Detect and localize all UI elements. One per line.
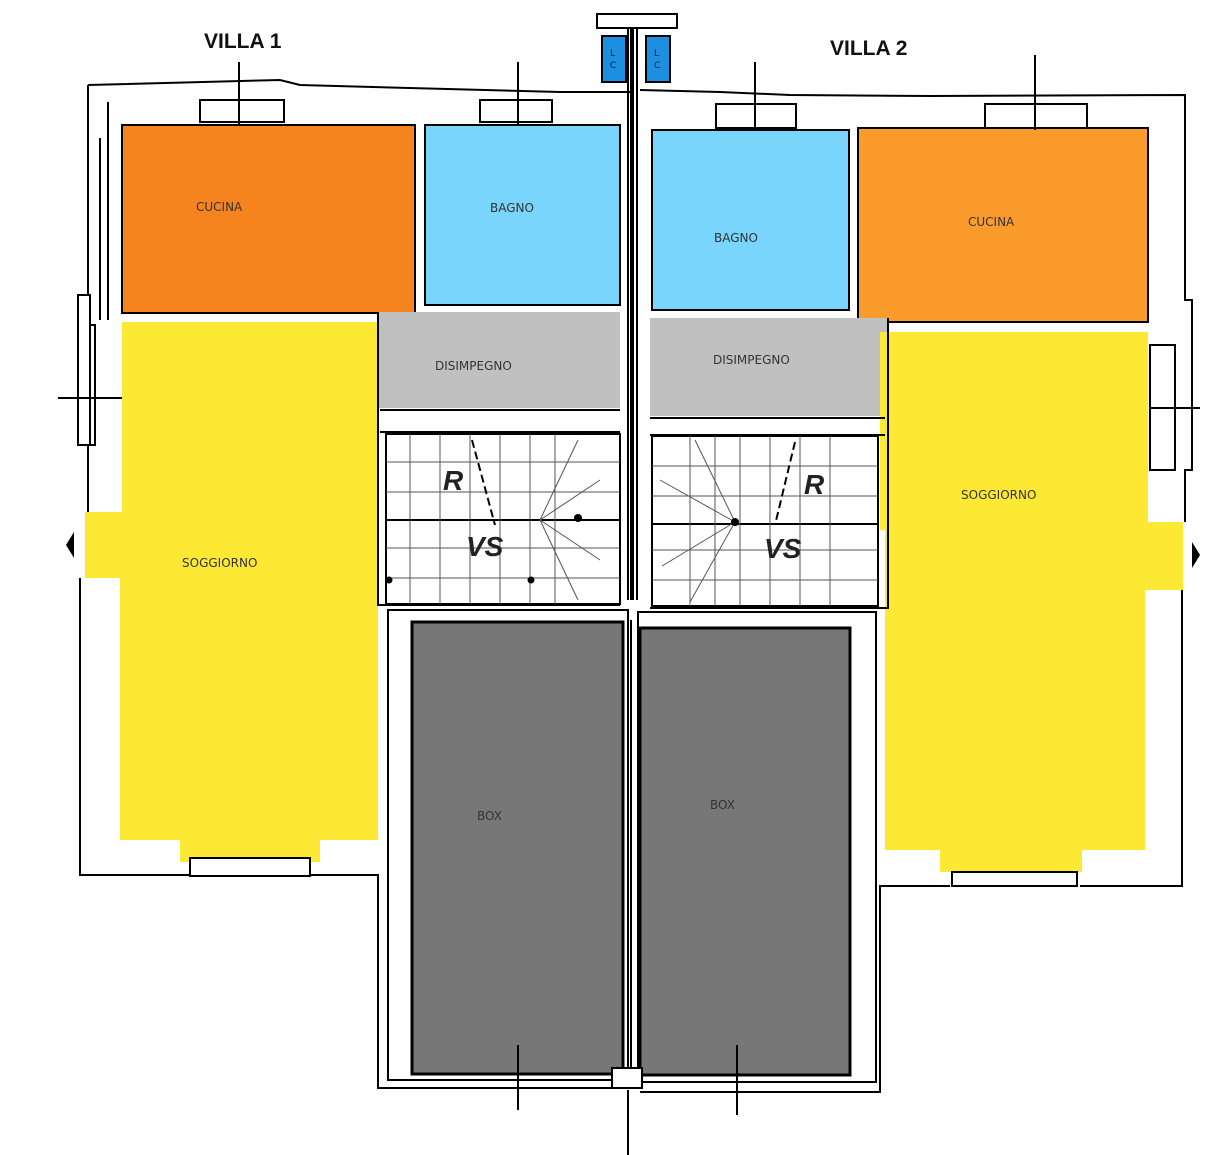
- villa-2-kitchen: [857, 127, 1149, 323]
- meter-box-label-c: C: [610, 61, 616, 71]
- villa-2-hallway: [650, 318, 888, 416]
- villa-2-garage-label: BOX: [710, 798, 735, 812]
- meter-box-label-l: L: [610, 49, 615, 59]
- villa-2-living: [880, 332, 1183, 872]
- villa-2-garage: [638, 626, 852, 1077]
- villa-2-hallway-label: DISIMPEGNO: [713, 353, 790, 367]
- villa-2-staircase: R VS: [651, 435, 879, 607]
- villa-1-hallway-label: DISIMPEGNO: [435, 359, 512, 373]
- villa-2-entrance-arrow-icon: [1192, 542, 1200, 568]
- villa-1-garage: [410, 620, 625, 1076]
- villa-1-hallway: [378, 312, 620, 408]
- villa-1-kitchen: [121, 124, 416, 314]
- meter-box-label-c: C: [654, 61, 660, 71]
- section-lines: [58, 55, 1200, 1155]
- villa-1-staircase: R VS: [385, 433, 621, 605]
- meter-box-villa-2: L C: [645, 35, 671, 83]
- villa-1-entrance-arrow-icon: [66, 532, 74, 558]
- walls: [79, 13, 1193, 1093]
- villa-1-garage-label: BOX: [477, 809, 502, 823]
- villa-1-stair-up-label: R: [443, 465, 464, 496]
- villa-1-living: [85, 322, 378, 862]
- villa-1-bathroom: [424, 124, 621, 306]
- villa-1-stair-down-label: VS: [466, 531, 504, 562]
- villa-2-bathroom-label: BAGNO: [714, 231, 758, 245]
- villa-1-kitchen-label: CUCINA: [196, 200, 243, 214]
- villa-2-stair-down-label: VS: [764, 533, 802, 564]
- villa-2-kitchen-label: CUCINA: [968, 215, 1015, 229]
- villa-1-living-label: SOGGIORNO: [182, 556, 257, 570]
- villa-2-title: VILLA 2: [830, 37, 907, 60]
- meter-box-label-l: L: [654, 49, 659, 59]
- villa-1-bathroom-label: BAGNO: [490, 201, 534, 215]
- villa-2-bathroom: [651, 129, 850, 311]
- meter-box-villa-1: L C: [601, 35, 627, 83]
- villa-2-stair-up-label: R: [804, 469, 825, 500]
- villa-1-title: VILLA 1: [204, 30, 282, 53]
- villa-2-living-label: SOGGIORNO: [961, 488, 1036, 502]
